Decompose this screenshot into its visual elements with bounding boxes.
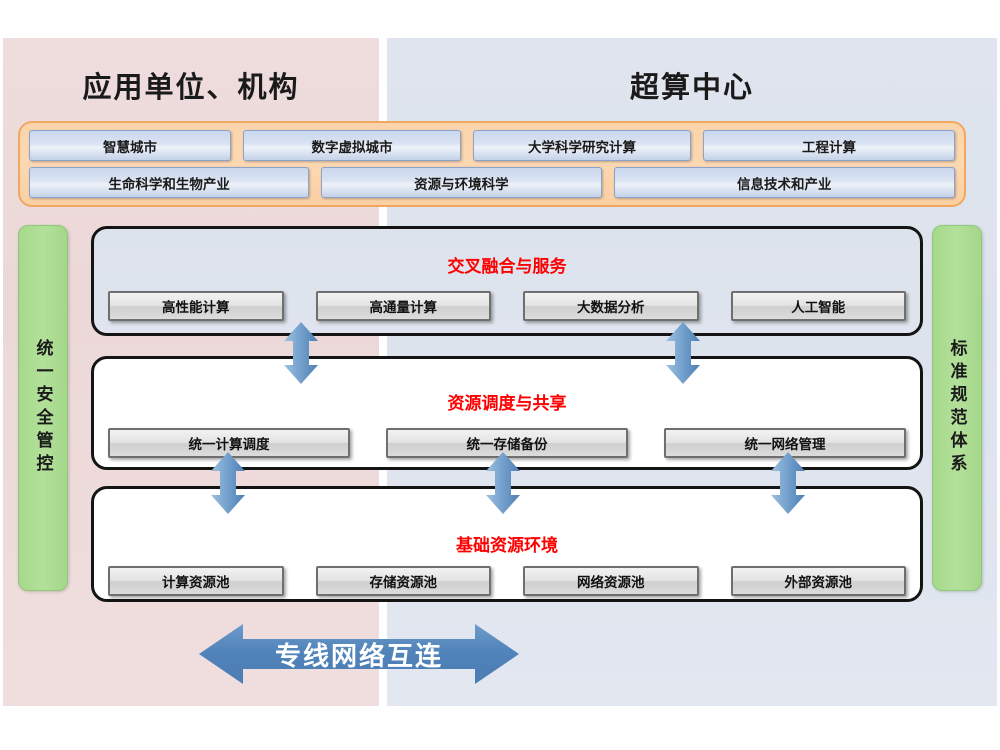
sidebar-standard-system[interactable]: 标准规范体系 xyxy=(932,225,982,591)
application-box-label: 数字虚拟城市 xyxy=(311,139,393,155)
application-box-label: 工程计算 xyxy=(802,139,856,155)
application-row-1: 智慧城市 数字虚拟城市 大学科学研究计算 工程计算 xyxy=(29,130,955,161)
sidebar-right-label: 标准规范体系 xyxy=(947,339,967,477)
layer-node-label: 高通量计算 xyxy=(369,300,438,315)
double-arrow-vertical-icon xyxy=(486,452,520,514)
layer-node-2-1[interactable]: 存储资源池 xyxy=(315,566,491,596)
double-arrow-vertical-icon xyxy=(771,452,805,514)
double-arrow-vertical-icon xyxy=(666,322,700,384)
sidebar-left-label: 统一安全管控 xyxy=(33,339,53,477)
layer-node-label: 外部资源池 xyxy=(784,575,853,590)
connector-arrow-284-0 xyxy=(284,322,318,384)
layer-node-row: 统一计算调度 统一存储备份 统一网络管理 xyxy=(108,428,906,458)
layer-node-1-1[interactable]: 统一存储备份 xyxy=(386,428,628,458)
bottom-network-arrow: 专线网络互连 xyxy=(199,623,519,685)
layer-node-2-0[interactable]: 计算资源池 xyxy=(108,566,284,596)
layer-node-label: 统一网络管理 xyxy=(744,437,826,452)
layer-node-0-3[interactable]: 人工智能 xyxy=(730,291,906,321)
layer-node-row: 高性能计算 高通量计算 大数据分析 人工智能 xyxy=(108,291,906,321)
application-box-2[interactable]: 信息技术和产业 xyxy=(613,167,956,198)
application-box-2[interactable]: 大学科学研究计算 xyxy=(473,130,691,161)
connector-arrow-284-1 xyxy=(666,322,700,384)
layer-panel-fusion-service: 交叉融合与服务 高性能计算 高通量计算 大数据分析 人工智能 xyxy=(91,226,923,336)
layer-title: 资源调度与共享 xyxy=(447,394,567,413)
double-arrow-vertical-icon xyxy=(211,452,245,514)
bottom-arrow-label: 专线网络互连 xyxy=(274,641,443,671)
double-arrow-vertical-icon xyxy=(284,322,318,384)
connector-arrow-414-1 xyxy=(486,452,520,514)
layer-node-0-1[interactable]: 高通量计算 xyxy=(315,291,491,321)
header-title-right: 超算中心 xyxy=(629,72,754,104)
application-box-0[interactable]: 智慧城市 xyxy=(29,130,231,161)
layer-node-label: 网络资源池 xyxy=(577,575,645,590)
architecture-diagram: 应用单位、机构 超算中心 智慧城市 数字虚拟城市 大学科学研究计算 工程计算 生命科学… xyxy=(3,38,997,706)
layer-node-label: 统一计算调度 xyxy=(188,437,270,452)
layer-node-label: 计算资源池 xyxy=(162,575,230,590)
application-box-1[interactable]: 数字虚拟城市 xyxy=(243,130,461,161)
sidebar-unified-security[interactable]: 统一安全管控 xyxy=(18,225,68,591)
application-band: 智慧城市 数字虚拟城市 大学科学研究计算 工程计算 生命科学和生物产业 资源与环境科学 信… xyxy=(18,121,966,207)
application-box-label: 大学科学研究计算 xyxy=(528,139,636,155)
application-box-label: 资源与环境科学 xyxy=(414,176,509,192)
layer-node-0-2[interactable]: 大数据分析 xyxy=(523,291,699,321)
layer-title: 基础资源环境 xyxy=(456,536,558,555)
application-box-label: 智慧城市 xyxy=(103,139,157,155)
application-row-2: 生命科学和生物产业 资源与环境科学 信息技术和产业 xyxy=(29,167,956,198)
layer-node-label: 人工智能 xyxy=(791,300,846,315)
layer-node-label: 存储资源池 xyxy=(369,575,438,590)
layer-node-label: 高性能计算 xyxy=(162,300,230,315)
layer-node-label: 大数据分析 xyxy=(577,300,645,315)
connector-arrow-414-0 xyxy=(211,452,245,514)
layer-node-1-2[interactable]: 统一网络管理 xyxy=(664,428,906,458)
header-title-left: 应用单位、机构 xyxy=(82,72,300,104)
layer-node-label: 统一存储备份 xyxy=(466,437,548,452)
layer-node-2-2[interactable]: 网络资源池 xyxy=(523,566,699,596)
layer-node-row: 计算资源池 存储资源池 网络资源池 外部资源池 xyxy=(108,566,906,596)
double-arrow-icon xyxy=(199,624,519,684)
layer-title: 交叉融合与服务 xyxy=(447,257,567,276)
application-box-label: 信息技术和产业 xyxy=(737,176,832,192)
application-box-1[interactable]: 资源与环境科学 xyxy=(321,167,602,198)
layer-node-2-3[interactable]: 外部资源池 xyxy=(730,566,906,596)
layer-node-0-0[interactable]: 高性能计算 xyxy=(108,291,284,321)
application-box-0[interactable]: 生命科学和生物产业 xyxy=(29,167,310,198)
application-box-3[interactable]: 工程计算 xyxy=(703,130,955,161)
application-box-label: 生命科学和生物产业 xyxy=(108,176,230,192)
connector-arrow-414-2 xyxy=(771,452,805,514)
